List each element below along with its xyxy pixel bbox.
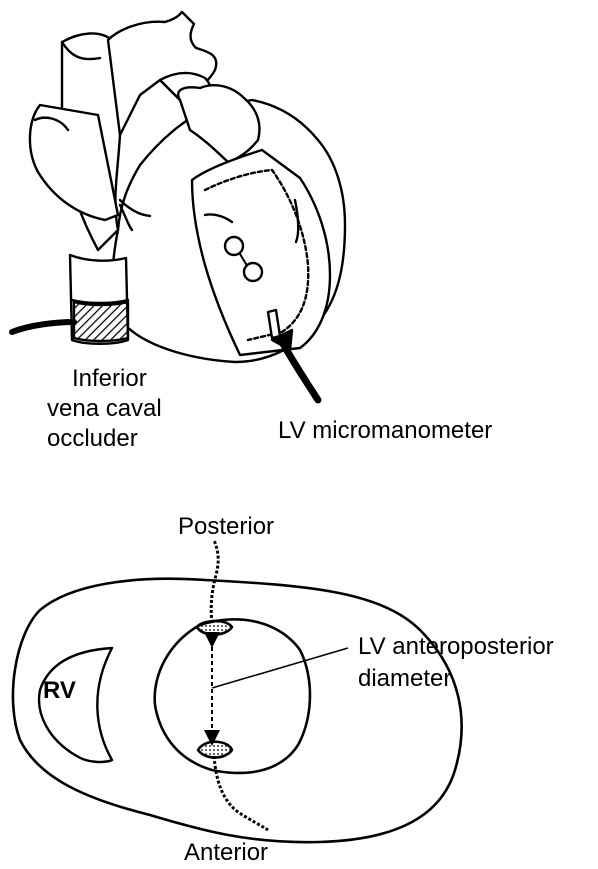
- occluder-band: [74, 302, 128, 341]
- label-ivc-line2: vena caval: [47, 394, 162, 424]
- micromanometer-catheter: [282, 342, 318, 400]
- heart-illustration: [12, 12, 345, 400]
- occluder-catheter: [12, 322, 74, 332]
- crystal-1: [225, 237, 243, 255]
- label-lv-ap-line2: diameter: [358, 664, 451, 694]
- label-ivc-line1: Inferior: [72, 364, 147, 394]
- ap-leader-line: [212, 648, 348, 688]
- label-posterior: Posterior: [178, 512, 274, 542]
- crystal-2: [244, 263, 262, 281]
- anterior-wire: [214, 756, 268, 830]
- label-anterior: Anterior: [184, 838, 268, 868]
- label-lv-ap-line1: LV anteroposterior: [358, 632, 554, 662]
- label-rv: RV: [43, 676, 76, 706]
- anterior-crystal: [198, 742, 232, 758]
- posterior-crystal: [197, 621, 232, 635]
- label-ivc-line3: occluder: [47, 424, 138, 454]
- label-lv-micromanometer: LV micromanometer: [278, 416, 492, 446]
